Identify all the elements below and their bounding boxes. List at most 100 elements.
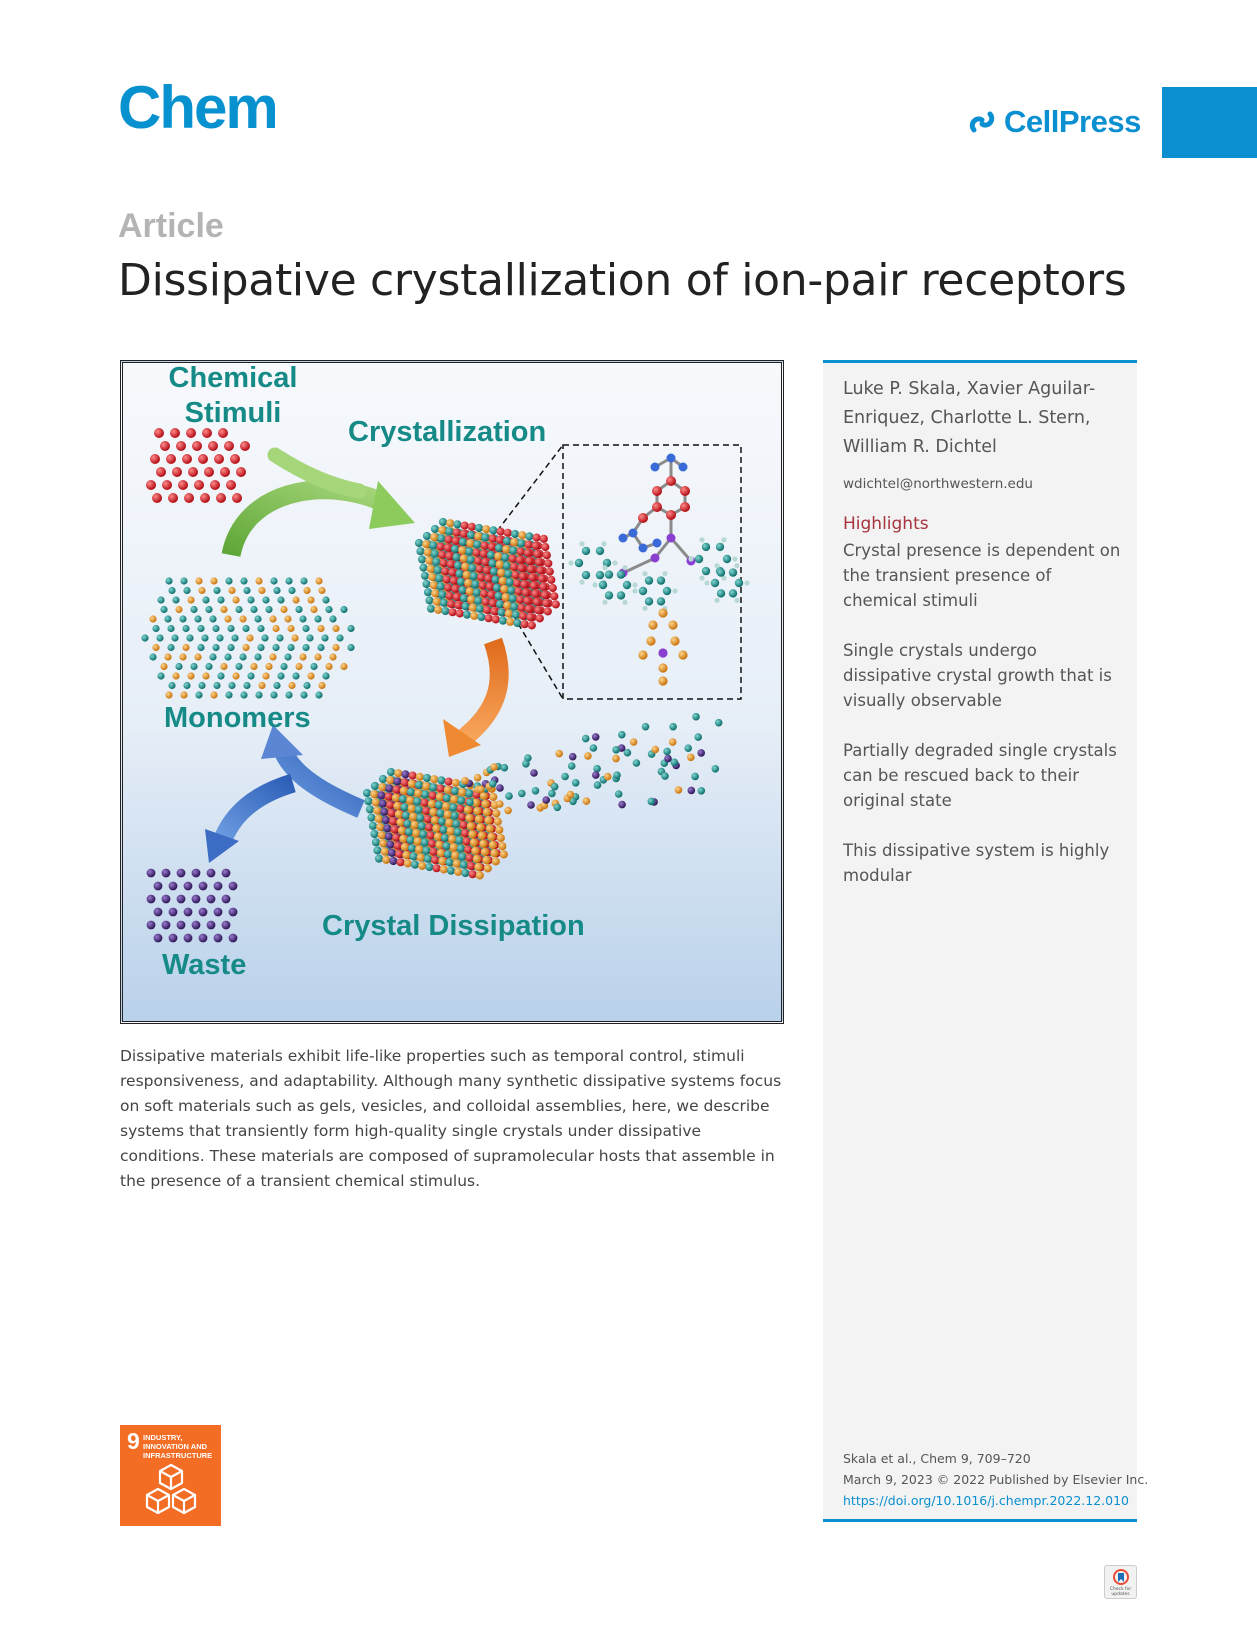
dissolving-crystal-sphere bbox=[403, 819, 412, 828]
crystal-sphere bbox=[521, 588, 530, 597]
monomer-sphere bbox=[322, 596, 330, 604]
crystal-sphere bbox=[482, 566, 491, 575]
waste-sphere bbox=[176, 868, 186, 878]
citation-date: March 9, 2023 © 2022 Published by Elsevi… bbox=[843, 1472, 1149, 1487]
monomer-sphere bbox=[205, 662, 213, 671]
monomer-sphere bbox=[197, 643, 205, 652]
monomer-sphere bbox=[340, 662, 348, 671]
crystal-sphere bbox=[525, 532, 534, 541]
dissolving-crystal-sphere bbox=[442, 793, 452, 803]
crystal-sphere bbox=[426, 604, 436, 613]
dissipating-sphere bbox=[561, 772, 569, 781]
dissipating-sphere bbox=[569, 797, 577, 806]
monomer-sphere bbox=[295, 605, 303, 614]
phenyl-ring-atom bbox=[662, 586, 672, 596]
dissolving-crystal-sphere bbox=[475, 871, 484, 880]
monomer-sphere bbox=[167, 624, 175, 633]
dissipating-sphere bbox=[524, 754, 532, 762]
monomer-sphere bbox=[213, 586, 221, 595]
crystal-sphere bbox=[501, 553, 510, 562]
molecule-atom bbox=[650, 462, 660, 472]
monomer-sphere bbox=[273, 586, 281, 595]
crystal-sphere bbox=[439, 558, 448, 568]
sdg-number: 9 bbox=[127, 1428, 140, 1454]
monomer-sphere bbox=[257, 624, 265, 633]
dissipating-sphere bbox=[593, 781, 602, 789]
waste-sphere bbox=[198, 907, 208, 917]
counter-ion-atom bbox=[658, 648, 668, 658]
stimulus-sphere bbox=[156, 467, 166, 477]
monomer-sphere bbox=[287, 643, 295, 652]
dissolving-crystal-sphere bbox=[376, 822, 385, 832]
stimulus-sphere bbox=[200, 493, 210, 503]
monomer-sphere bbox=[284, 615, 292, 623]
monomer-sphere bbox=[231, 634, 239, 642]
molecule-hydrogen bbox=[662, 571, 668, 577]
dissipating-sphere bbox=[697, 749, 705, 757]
crystal-sphere bbox=[455, 569, 464, 578]
monomer-sphere bbox=[228, 681, 236, 690]
dissolving-crystal-sphere bbox=[456, 804, 465, 813]
dissolving-crystal-sphere bbox=[479, 791, 488, 800]
crystal-sphere bbox=[502, 545, 511, 554]
molecule-hydrogen bbox=[592, 582, 598, 588]
dissolving-crystal-sphere bbox=[370, 790, 379, 799]
doi-link[interactable]: https://doi.org/10.1016/j.chempr.2022.12… bbox=[843, 1493, 1129, 1508]
dissipating-sphere bbox=[629, 738, 638, 746]
dissolving-crystal-sphere bbox=[448, 834, 457, 844]
dissipating-sphere bbox=[589, 744, 598, 752]
crystal-sphere bbox=[481, 533, 490, 542]
dissolving-crystal-sphere bbox=[368, 821, 378, 830]
crystal-sphere bbox=[475, 564, 484, 574]
dissipating-sphere bbox=[641, 722, 650, 731]
crystal-sphere bbox=[456, 577, 466, 586]
dissolving-crystal-sphere bbox=[451, 778, 460, 787]
waste-sphere bbox=[168, 907, 178, 917]
crystal-sphere bbox=[502, 561, 511, 570]
crystal-sphere bbox=[459, 529, 468, 538]
crystal-sphere bbox=[444, 535, 453, 544]
corresponding-email[interactable]: wdichtel@northwestern.edu bbox=[843, 476, 1033, 492]
dissipating-sphere bbox=[548, 789, 556, 798]
phenyl-ring-atom bbox=[656, 597, 666, 606]
dissolving-crystal-sphere bbox=[495, 825, 504, 834]
monomer-sphere bbox=[187, 596, 195, 604]
crystal-sphere bbox=[486, 550, 496, 560]
crystal-sphere bbox=[489, 526, 498, 535]
molecule-hydrogen bbox=[632, 588, 638, 594]
crystal-sphere bbox=[454, 601, 463, 610]
stimulus-sphere bbox=[178, 480, 188, 490]
crystal-sphere bbox=[488, 534, 497, 543]
monomer-sphere bbox=[325, 605, 333, 614]
dissolving-crystal-sphere bbox=[462, 837, 471, 846]
dissolving-crystal-sphere bbox=[434, 800, 444, 810]
crystal-sphere bbox=[422, 531, 432, 541]
crystal-sphere bbox=[417, 555, 427, 564]
crystal-sphere bbox=[471, 580, 480, 589]
dissipating-sphere bbox=[593, 764, 601, 773]
molecule-atom bbox=[666, 453, 676, 463]
crystal-sphere bbox=[517, 603, 526, 612]
dissipating-sphere bbox=[603, 772, 612, 781]
monomer-sphere bbox=[277, 596, 285, 604]
dissolving-crystal-sphere bbox=[362, 788, 372, 798]
waste-sphere bbox=[146, 920, 156, 930]
waste-sphere bbox=[213, 881, 223, 891]
phenyl-ring-atom bbox=[581, 546, 591, 556]
dissolving-crystal-sphere bbox=[387, 848, 396, 857]
dissolving-crystal-sphere bbox=[488, 840, 497, 850]
monomer-sphere bbox=[291, 634, 299, 642]
phenyl-ring-atom bbox=[728, 568, 738, 577]
dissolving-crystal-sphere bbox=[423, 854, 432, 863]
monomer-sphere bbox=[216, 634, 224, 642]
monomer-sphere bbox=[235, 662, 243, 671]
crystal-sphere bbox=[468, 563, 477, 572]
stimulus-sphere bbox=[186, 428, 196, 438]
check-for-updates-badge[interactable]: Check for updates bbox=[1104, 1565, 1137, 1599]
crystal-sphere bbox=[445, 527, 454, 536]
crystal-sphere bbox=[514, 587, 523, 596]
dissolving-crystal-sphere bbox=[384, 792, 393, 801]
crystal-sphere bbox=[503, 528, 512, 537]
blue-arrow bbox=[205, 725, 365, 863]
monomer-sphere bbox=[329, 615, 337, 623]
